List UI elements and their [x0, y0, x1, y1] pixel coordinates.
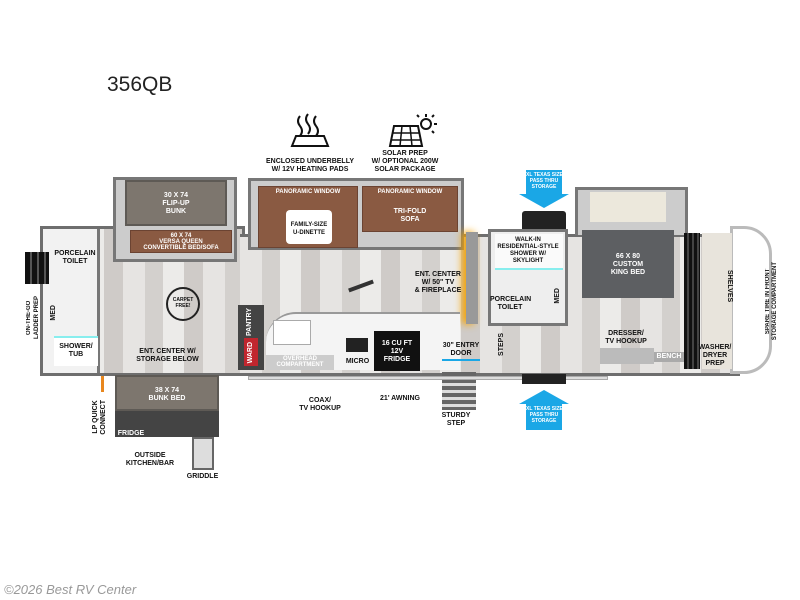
shower-tub: [54, 336, 98, 366]
griddle-label: GRIDDLE: [186, 473, 219, 480]
med-rear-label: MED: [50, 305, 57, 321]
overhead-compartment[interactable]: [266, 355, 334, 370]
outside-fridge-label: FRIDGE: [117, 430, 145, 437]
king-bed-label: 66 X 80 CUSTOM KING BED: [610, 253, 646, 276]
underbelly-label: ENCLOSED UNDERBELLY W/ 12V HEATING PADS: [265, 158, 355, 173]
ladder-icon: [25, 252, 49, 284]
flip-up-bunk[interactable]: [125, 180, 227, 226]
flip-up-bunk-label: 30 X 74 FLIP-UP BUNK: [162, 192, 190, 215]
carpet-free-label: CARPET FREE!: [172, 297, 194, 309]
ladder-label: ON-THE-GO LADDER PREP: [26, 296, 40, 340]
pass-thru-top-arrowhead: [519, 194, 569, 208]
bench-label: BENCH: [656, 353, 682, 360]
solar-label: SOLAR PREP W/ OPTIONAL 200W SOLAR PACKAG…: [371, 150, 439, 173]
shelves-label: SHELVES: [726, 270, 733, 303]
bunk-bed[interactable]: [115, 375, 219, 411]
dinette-label: FAMILY-SIZE U-DINETTE: [290, 222, 328, 236]
step-label: STURDY STEP: [441, 412, 471, 427]
awning: [248, 376, 608, 380]
carpet-free-badge: [166, 287, 200, 321]
pantry-label: PANTRY: [246, 308, 253, 336]
shower-label: WALK-IN RESIDENTIAL-STYLE SHOWER W/ SKYL…: [497, 237, 559, 264]
shower-tub-label: SHOWER/ TUB: [59, 343, 93, 358]
fridge-label: 16 CU FT 12V FRIDGE: [381, 340, 413, 363]
dresser-label: DRESSER/ TV HOOKUP: [605, 330, 647, 345]
pass-thru-storage-bottom[interactable]: [522, 374, 566, 384]
ent-center-label: ENT. CENTER W/ 50" TV & FIREPLACE: [414, 271, 462, 294]
pillows: [590, 192, 666, 222]
pass-thru-bottom-arrow: XL TEXAS SIZE PASS THRU STORAGE: [526, 404, 563, 430]
awning-label: 21' AWNING: [380, 395, 420, 402]
rear-toilet-label: PORCELAIN TOILET: [54, 250, 96, 265]
steps-label: STEPS: [498, 333, 505, 356]
solar-panel-sun-icon: [388, 114, 437, 147]
heat-waves-icon: [290, 113, 330, 147]
bench[interactable]: [654, 352, 684, 362]
wardrobe[interactable]: [244, 338, 258, 366]
bunk-bed-label: 38 X 74 BUNK BED: [148, 387, 186, 402]
outside-kitchen-label: OUTSIDE KITCHEN/BAR: [125, 452, 175, 467]
pass-thru-bottom-arrowhead: [519, 390, 569, 404]
lp-connector: [101, 376, 104, 392]
ent-center-rear-label: ENT. CENTER W/ STORAGE BELOW: [136, 348, 199, 363]
spare-tire-label: SPARE TIRE IN FRONT STORAGE COMPARTMENT: [765, 262, 778, 341]
versa-queen-label: 60 X 74 VERSA QUEEN CONVERTIBLE BED/SOFA: [143, 233, 219, 251]
pass-thru-storage-top[interactable]: [522, 211, 566, 229]
tri-fold-sofa[interactable]: [362, 186, 458, 232]
kitchen-sink[interactable]: [273, 320, 311, 345]
ward-label: WARD: [247, 342, 254, 364]
entry-door[interactable]: [442, 359, 480, 361]
front-closet: [702, 233, 732, 369]
floorplan-title: 356QB: [107, 73, 173, 96]
lp-label: LP QUICK CONNECT: [92, 400, 107, 435]
microwave[interactable]: [346, 338, 368, 352]
versa-queen[interactable]: [130, 230, 232, 253]
walk-in-shower[interactable]: [495, 234, 563, 270]
pass-thru-top-label: XL TEXAS SIZE PASS THRU STORAGE: [526, 172, 563, 190]
pan-window-1-label: PANORAMIC WINDOW: [275, 189, 341, 195]
ent-center-wall[interactable]: [466, 232, 478, 324]
entry-door-label: 30" ENTRY DOOR: [442, 342, 480, 357]
pass-thru-top-arrow: XL TEXAS SIZE PASS THRU STORAGE: [526, 170, 563, 194]
coax-label: COAX/ TV HOOKUP: [299, 397, 341, 412]
overhead-label: OVERHEAD COMPARTMENT: [276, 356, 324, 368]
dresser[interactable]: [600, 348, 654, 364]
front-toilet-label: PORCELAIN TOILET: [490, 296, 532, 311]
micro-label: MICRO: [345, 358, 370, 365]
pass-thru-bottom-label: XL TEXAS SIZE PASS THRU STORAGE: [526, 406, 563, 424]
pan-window-2-label: PANORAMIC WINDOW: [377, 189, 443, 195]
dinette-table[interactable]: [286, 210, 332, 244]
fridge[interactable]: [374, 331, 420, 371]
watermark: ©2026 Best RV Center: [4, 582, 137, 597]
griddle[interactable]: [192, 437, 214, 470]
wardrobe-front[interactable]: [684, 233, 700, 369]
med-front-label: MED: [554, 288, 561, 304]
sofa-label: TRI-FOLD SOFA: [393, 208, 427, 223]
washer-label: WASHER/ DRYER PREP: [698, 344, 732, 367]
outside-kitchen[interactable]: [115, 411, 219, 437]
king-bed[interactable]: [582, 230, 674, 298]
